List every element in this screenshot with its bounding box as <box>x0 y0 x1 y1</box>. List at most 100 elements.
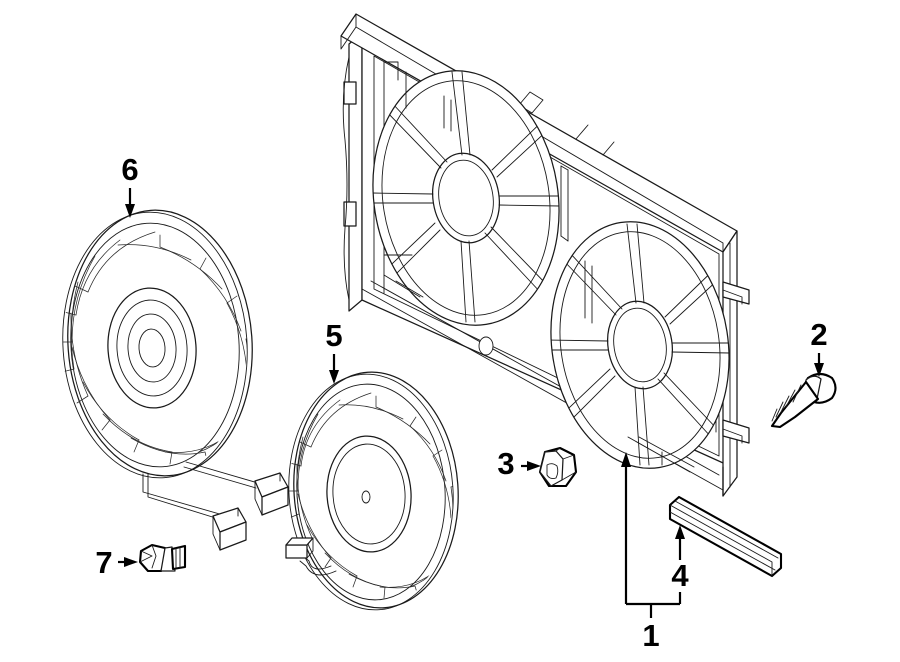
fan-large-cable-2 <box>185 461 259 484</box>
callout-2-label: 2 <box>810 317 827 352</box>
screw-shank <box>770 380 820 429</box>
sblade-9 <box>348 573 416 589</box>
screw-thread-5 <box>771 408 778 422</box>
callout-4-label: 4 <box>671 558 689 593</box>
hex-nut-bore <box>546 463 559 480</box>
blade-b17 <box>117 244 192 261</box>
callout-2-arrowhead <box>814 363 824 377</box>
sblade-edge-15 <box>409 416 417 427</box>
callout-5-label: 5 <box>325 318 342 353</box>
cooling-fan-large <box>62 209 289 551</box>
shroud-tab-right-upper <box>722 281 750 305</box>
screw-thread-2 <box>785 389 796 408</box>
callout-5: 5 <box>325 318 343 384</box>
hex-nut-edges <box>555 447 577 481</box>
shroud-top-corner <box>340 26 357 50</box>
fan-large-connector-a <box>254 472 289 516</box>
spoke-l-8 <box>561 251 623 316</box>
shroud-opening-upper-spokes <box>371 71 564 323</box>
spoke-u-7 <box>371 192 434 204</box>
callout-7-label: 7 <box>95 545 112 580</box>
callout-4-arrowhead <box>675 525 685 539</box>
sblade-edge-13 <box>450 483 453 488</box>
fan-large-hub-ring-1 <box>107 287 197 409</box>
shroud-divider-rib <box>560 165 569 242</box>
sblade-edge-1 <box>299 441 312 448</box>
hex-nut <box>538 446 578 488</box>
blade-edge-1 <box>74 285 89 293</box>
screw-thread-1 <box>792 384 802 403</box>
fan-shroud-assembly <box>340 13 750 497</box>
sblade-edge-2 <box>289 462 302 467</box>
fan-small-connector <box>285 537 314 559</box>
callout-2: 2 <box>810 317 828 377</box>
spoke-l-4 <box>657 372 720 439</box>
callout-6: 6 <box>121 152 139 218</box>
bolt-threads <box>175 546 181 569</box>
callout-7: 7 <box>95 545 138 580</box>
spoke-u-4 <box>484 226 550 295</box>
trim-strip-bracket <box>668 495 783 578</box>
shroud-corner-rib-bl <box>383 274 424 298</box>
fan-small-cable <box>302 555 332 570</box>
shroud-hub-upper-inner <box>438 159 494 237</box>
shroud-locating-hole <box>478 336 494 356</box>
shroud-top-seam-b <box>575 124 589 140</box>
sblade-14 <box>432 455 452 519</box>
fan-large-hub-ring-4 <box>138 328 166 368</box>
callout-3-label: 3 <box>497 446 514 481</box>
blade-edge-15 <box>199 257 207 270</box>
spoke-l-3 <box>671 342 731 354</box>
trim-strip-fold <box>669 504 773 577</box>
blade-b3 <box>71 255 96 343</box>
sblade-15 <box>409 425 447 482</box>
connector-b-front <box>219 521 247 551</box>
shroud-corner-rib-br <box>627 436 695 473</box>
shroud-divider-rib-2 <box>584 260 593 324</box>
trim-strip-crease-2 <box>674 500 779 559</box>
blade-b4 <box>70 281 79 370</box>
fan-small-connector-front <box>285 544 308 559</box>
fan-large-rim-inner <box>70 222 240 468</box>
sblade-17 <box>338 404 404 420</box>
blade-b6 <box>71 346 111 421</box>
callout-4: 4 <box>671 525 689 593</box>
screw-thread-4 <box>775 401 784 418</box>
sblade-edge-7 <box>352 575 358 588</box>
blade-b5 <box>70 312 89 397</box>
self-tapping-screw <box>770 372 837 429</box>
fan-small-hub-inner <box>332 443 406 545</box>
callout-3-arrowhead <box>527 461 541 471</box>
blade-b1 <box>87 231 156 293</box>
blade-edge-5 <box>76 395 89 404</box>
fan-large-cable-1 <box>142 473 238 520</box>
callout-1-arrowhead <box>621 452 631 467</box>
callout-6-label: 6 <box>121 152 138 187</box>
fan-large-cable-2b <box>183 466 257 489</box>
spoke-u-3 <box>498 195 561 207</box>
sblade-7 <box>306 524 358 577</box>
sblade-edge-11 <box>450 544 453 550</box>
shroud-inner-border <box>373 55 720 457</box>
bolt-shank <box>170 544 187 571</box>
fan-small-connector-side <box>306 537 314 559</box>
shroud-opening-upper <box>371 70 564 326</box>
shroud-top-seam-a <box>518 91 544 114</box>
trim-strip-crease <box>669 511 776 571</box>
blade-b7 <box>82 381 140 441</box>
blade-b2 <box>75 239 121 316</box>
sblade-16 <box>375 406 431 445</box>
blade-edge-2 <box>63 311 77 316</box>
blade-b8 <box>102 413 173 453</box>
fan-large-cable-1b <box>147 473 236 525</box>
shroud-opening-upper-inner <box>381 80 551 316</box>
shroud-tab-left-upper <box>343 81 357 105</box>
fan-large-connector-b <box>212 507 247 551</box>
blade-edge-6 <box>101 419 111 431</box>
shroud-divider-rib-cap <box>560 165 569 242</box>
blade-edge-11 <box>245 404 247 411</box>
blade-edge-12 <box>250 373 262 374</box>
fan-small-cable-b <box>299 560 337 576</box>
callout-6-arrowhead <box>125 204 135 218</box>
fan-small-hub-hole <box>361 490 371 504</box>
